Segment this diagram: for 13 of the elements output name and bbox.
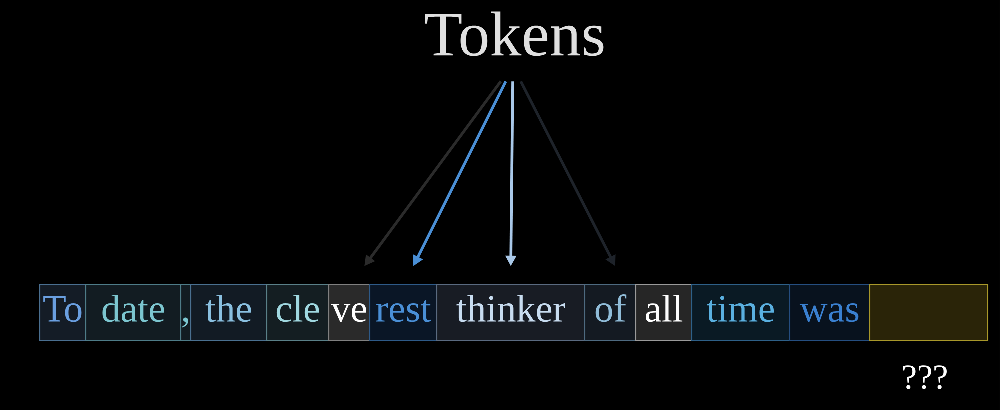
token-box: To	[39, 284, 87, 342]
token-box: was	[789, 284, 871, 342]
token-box: ve	[328, 284, 371, 342]
token-box: thinker	[436, 284, 586, 342]
heading: Tokens	[425, 12, 604, 56]
token-box: of	[584, 284, 637, 342]
token-box: time	[691, 284, 791, 342]
token-box: ,	[180, 284, 192, 342]
token-box: the	[190, 284, 268, 342]
token-box: cle	[266, 284, 330, 342]
beside-text: ???	[903, 366, 947, 390]
token-box: all	[635, 284, 693, 342]
token-box: rest	[369, 284, 438, 342]
